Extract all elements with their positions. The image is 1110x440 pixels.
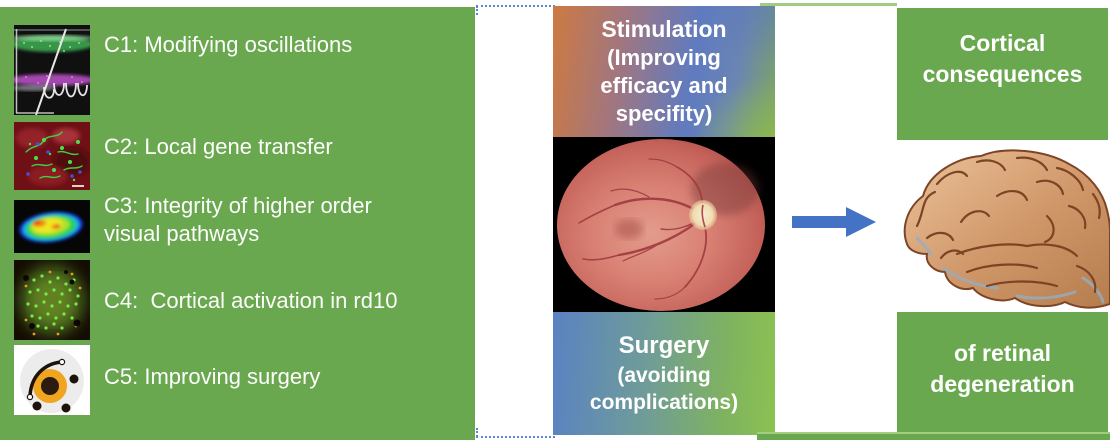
retinal-degeneration-box: of retinal degeneration [897,312,1108,433]
selection-dash-stub-bottom [476,428,478,437]
item-label-c4: C4: Cortical activation in rd10 [104,288,398,313]
top-connector-line [760,3,897,6]
item-label-c1: C1: Modifying oscillations [104,32,353,57]
cortical-line-2: consequences [922,61,1083,87]
stimulation-subtitle-line-1: (Improving [607,45,721,70]
item-label-c2: C2: Local gene transfer [104,134,333,159]
bottom-green-bar [757,432,1110,440]
cortical-activation-svg [14,260,90,340]
retinal-fundus-photo [553,137,775,312]
stimulation-subtitle-line-2: efficacy and [600,73,728,98]
surgery-box: Surgery (avoiding complications) [553,312,775,435]
retinal-line-2: degeneration [930,371,1075,397]
selection-dash-stub-top [476,6,478,15]
brain-activity-heatmap-image [14,200,90,253]
right-arrow-icon [792,206,876,238]
eye-surgery-schematic-icon [14,345,90,415]
retinal-section-microscopy-image [14,25,90,115]
stimulation-box: Stimulation (Improving efficacy and spec… [553,6,775,137]
arrow-svg [792,207,876,237]
selection-dash-top [476,5,555,7]
surgery-subtitle-line-1: (avoiding [617,364,711,387]
item-label-c5: C5: Improving surgery [104,364,321,389]
cortical-fluorescence-dots-image [14,260,90,340]
retinal-line-1: of retinal [953,340,1052,366]
surgery-title: Surgery [618,332,710,359]
brain-svg [903,149,1110,309]
gene-transfer-fluorescence-svg [14,122,90,190]
stimulation-subtitle-line-3: specifity) [615,101,713,126]
retinal-section-microscopy-svg [14,25,90,115]
cortical-line-1: Cortical [959,30,1046,56]
stimulation-title: Stimulation [601,16,727,42]
selection-dash-bottom [476,436,555,438]
cortical-consequences-box: Cortical consequences [897,8,1108,140]
heatmap-svg [14,200,90,253]
brain-illustration [897,146,1110,312]
surgery-schematic-svg [14,345,90,415]
fundus-photo-svg [553,137,775,312]
surgery-subtitle-line-2: complications) [589,391,739,414]
item-label-c3: C3: Integrity of higher order visual pat… [104,193,378,246]
fluorescence-microscopy-gene-transfer-image [14,122,90,190]
